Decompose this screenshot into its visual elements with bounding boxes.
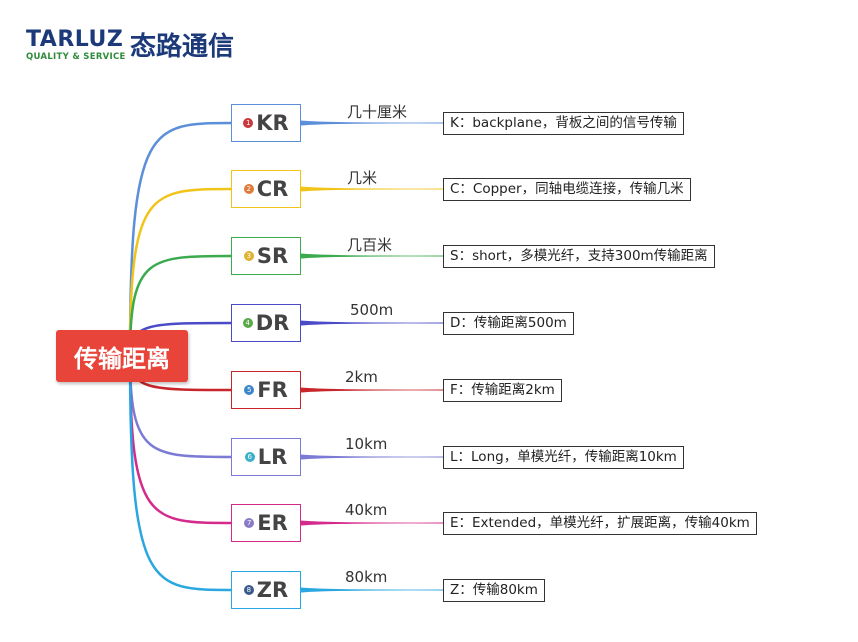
description-box: D：传输距离500m [443,312,574,335]
root-node: 传输距离 [56,330,188,382]
connector-line-lr [301,454,445,460]
number-badge-icon: 7 [244,518,255,528]
number-badge-icon: 2 [243,184,254,194]
distance-label: 40km [345,501,388,519]
connector-line-fr [301,387,445,393]
logo-tagline: QUALITY & SERVICE [26,52,126,62]
distance-label: 几米 [347,169,378,187]
node-code: ZR [256,578,289,602]
number-badge-icon: 1 [243,118,254,128]
connector-curve-sr [128,254,233,357]
logo-chinese-name: 态路通信 [130,32,235,62]
number-badge-icon: 4 [242,318,253,328]
description-box: C：Copper，同轴电缆连接，传输几米 [443,178,691,201]
distance-label: 2km [345,368,378,386]
distance-label: 几百米 [347,236,393,254]
node-code: SR [256,244,289,268]
node-code: KR [256,111,289,135]
description-box: E：Extended，单模光纤，扩展距离，传输40km [443,512,757,535]
company-logo: TARLUZ QUALITY & SERVICE 态路通信 [26,27,234,63]
connector-line-cr [301,186,445,192]
description-box: F：传输距离2km [443,379,562,402]
node-code: ER [257,511,288,535]
description-box: Z：传输80km [443,579,545,602]
number-badge-icon: 6 [244,452,255,462]
connector-curve-cr [128,187,233,357]
node-code: CR [256,177,289,201]
connector-line-sr [301,253,445,259]
connector-curve-kr [128,121,233,357]
connector-line-kr [301,120,445,126]
description-box: K：backplane，背板之间的信号传输 [443,112,684,135]
node-code: FR [257,378,288,402]
number-badge-icon: 8 [243,585,254,595]
distance-label: 10km [345,435,388,453]
description-box: S：short，多模光纤，支持300m传输距离 [443,245,715,268]
connector-curve-zr [128,355,233,592]
logo-wordmark: TARLUZ [26,27,124,52]
connector-line-er [301,520,445,526]
distance-label: 几十厘米 [347,103,408,121]
connector-line-zr [301,587,445,593]
node-code: DR [255,311,290,335]
distance-label: 500m [350,301,394,319]
description-box: L：Long，单模光纤，传输距离10km [443,446,684,469]
distance-label: 80km [345,568,388,586]
number-badge-icon: 5 [244,385,255,395]
root-label: 传输距离 [74,344,170,373]
node-code: LR [257,445,288,469]
number-badge-icon: 3 [243,251,254,261]
connector-line-dr [301,320,445,326]
